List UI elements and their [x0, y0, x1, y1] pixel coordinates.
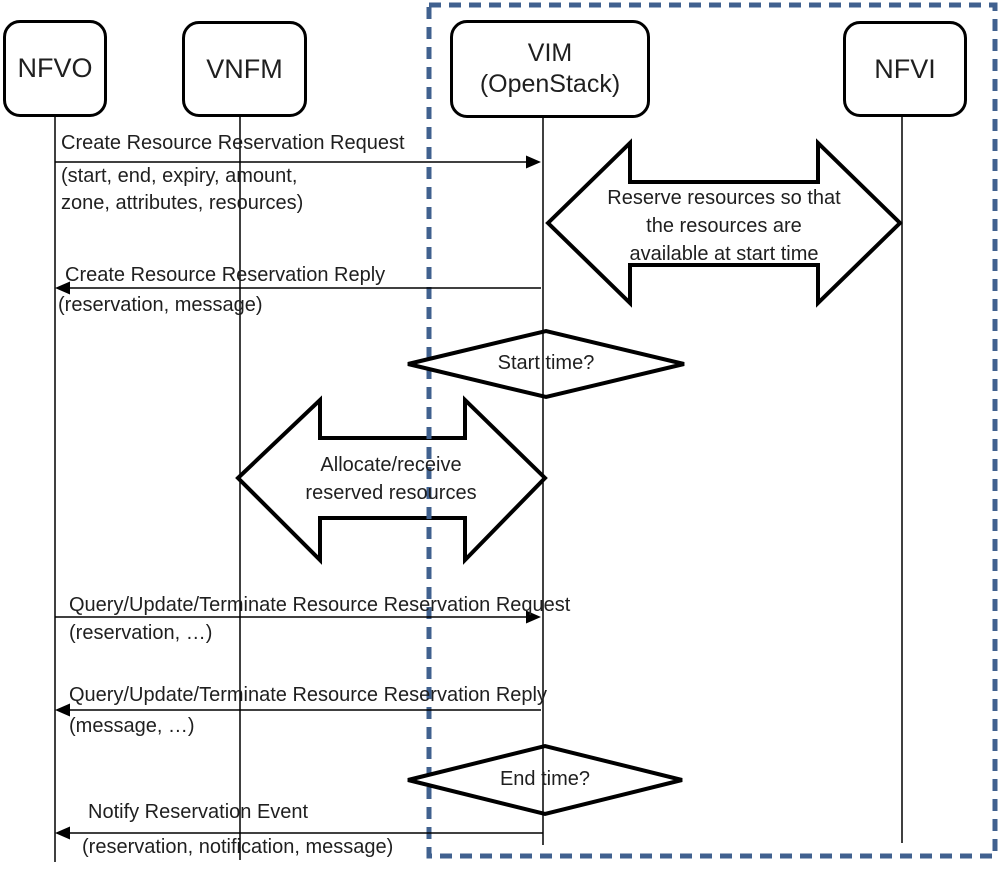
message-title: Create Resource Reservation Request	[61, 132, 405, 154]
actor-nfvi: NFVI	[843, 21, 967, 117]
reserve-resources-arrow	[545, 138, 903, 308]
activity-line: reserved resources	[305, 482, 477, 504]
query-update-terminate-reply-arrow	[55, 703, 541, 717]
actor-vim-label: VIM	[527, 39, 573, 67]
arrowhead-left-icon	[55, 703, 70, 717]
arrowhead-left-icon	[55, 281, 70, 295]
start-time-diamond	[407, 328, 685, 400]
message-params: (reservation, notification, message)	[82, 834, 393, 861]
message-params-line: (reservation, …)	[69, 622, 213, 644]
actor-vim: VIM (OpenStack)	[450, 20, 650, 118]
actor-vim-sublabel: (OpenStack)	[479, 70, 621, 98]
decision-label: Start time?	[497, 352, 595, 374]
actor-nfvo: NFVO	[3, 20, 107, 117]
activity-line: available at start time	[629, 243, 819, 265]
create-reservation-reply-arrow	[55, 281, 541, 295]
message-params-line: zone, attributes, resources)	[61, 192, 304, 214]
message-title: Query/Update/Terminate Resource Reservat…	[69, 594, 571, 616]
activity-line: Allocate/receive	[320, 454, 462, 476]
message-params: (reservation, message)	[58, 292, 263, 319]
notify-reservation-event-arrow	[55, 826, 543, 840]
actor-vnfm-label: VNFM	[206, 53, 283, 84]
message-params-line: (start, end, expiry, amount,	[61, 165, 298, 187]
activity-label: Reserve resources so that the resources …	[574, 184, 874, 268]
arrowhead-left-icon	[55, 826, 70, 840]
message-params: (reservation, …)	[69, 620, 212, 647]
end-time-diamond	[407, 743, 683, 817]
activity-line: the resources are	[646, 215, 802, 237]
activity-line: Reserve resources so that	[607, 187, 841, 209]
activity-label: Allocate/receive reserved resources	[241, 451, 541, 507]
query-update-terminate-request-arrow	[55, 610, 541, 624]
message-params: (message, …)	[69, 713, 195, 740]
allocate-resources-arrow	[235, 395, 548, 565]
message-title: Notify Reservation Event	[88, 801, 309, 823]
message-title: Query/Update/Terminate Resource Reservat…	[69, 684, 547, 706]
decision-label: End time?	[499, 768, 591, 790]
message-params-line: (message, …)	[69, 715, 195, 737]
actor-nfvo-label: NFVO	[17, 53, 93, 83]
message-title: Create Resource Reservation Reply	[65, 264, 386, 286]
message-params-line: (reservation, message)	[58, 294, 263, 316]
actor-vnfm: VNFM	[182, 21, 307, 117]
arrowhead-right-icon	[526, 610, 541, 624]
arrowhead-right-icon	[526, 155, 541, 169]
actor-nfvi-label: NFVI	[874, 53, 936, 84]
message-params-line: (reservation, notification, message)	[82, 836, 394, 858]
message-params: (start, end, expiry, amount, zone, attri…	[61, 163, 303, 217]
create-reservation-request-arrow	[55, 155, 541, 169]
scope-dashed-border	[426, 2, 998, 859]
